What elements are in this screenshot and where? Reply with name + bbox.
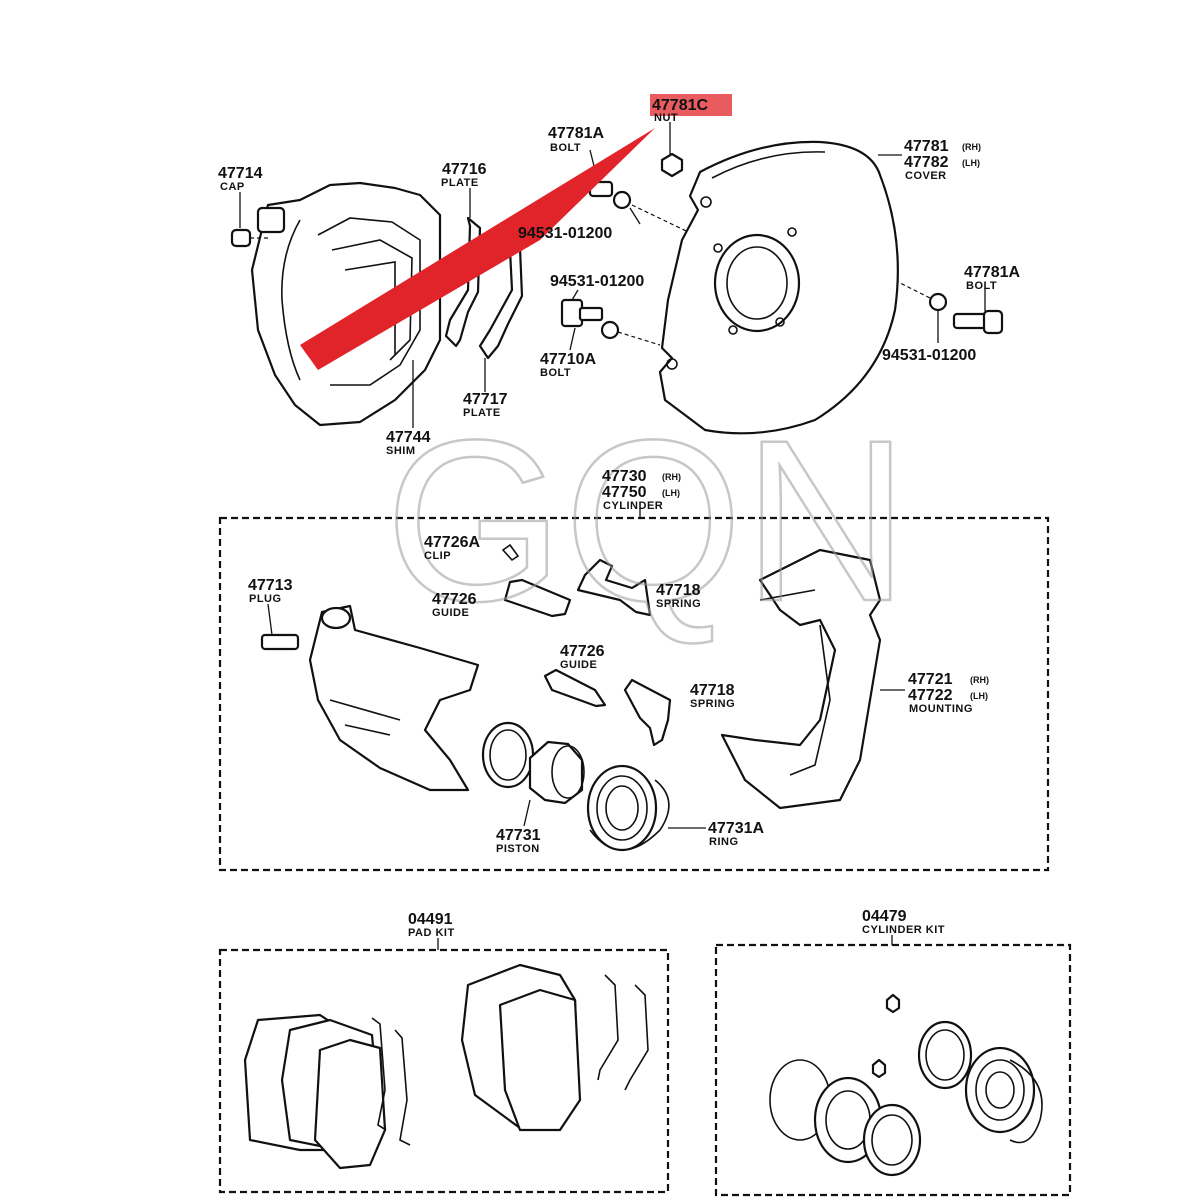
part-number: 47713 xyxy=(248,577,293,594)
label-47726A: 47726A CLIP xyxy=(424,534,480,562)
part-description: PLUG xyxy=(249,593,282,605)
part-number: 04491 xyxy=(408,911,453,928)
part-description: BOLT xyxy=(966,280,997,292)
label-47744: 47744 SHIM xyxy=(386,429,431,457)
part-number: 47721 xyxy=(908,671,953,688)
part-description: SPRING xyxy=(690,698,735,710)
part-number: 47781A xyxy=(964,264,1020,281)
label-47717: 47717 PLATE xyxy=(463,391,508,419)
label-47718-top: 47718 SPRING xyxy=(656,582,701,610)
cylinder-kit-box xyxy=(714,943,1072,1197)
label-47714: 47714 CAP xyxy=(218,165,263,193)
pad-kit-box xyxy=(218,948,670,1194)
label-47781: 47781 (RH) xyxy=(904,138,981,155)
part-number: 47730 xyxy=(602,468,647,485)
fasteners-drawing xyxy=(560,122,1004,351)
part-number: 47718 xyxy=(656,582,701,599)
part-number: 47781A xyxy=(548,125,604,142)
label-47713: 47713 PLUG xyxy=(248,577,293,605)
part-description: SHIM xyxy=(386,445,416,457)
part-description: BOLT xyxy=(550,142,581,154)
part-number: 47717 xyxy=(463,391,508,408)
part-number: 47726 xyxy=(432,591,477,608)
label-94531-a: 94531-01200 xyxy=(518,225,612,242)
part-side: (LH) xyxy=(662,488,680,498)
label-47782: 47782 (LH) COVER xyxy=(904,154,980,182)
part-description: CLIP xyxy=(424,550,451,562)
part-number: 47726 xyxy=(560,643,605,660)
label-04479: 04479 CYLINDER KIT xyxy=(862,908,945,936)
part-side: (RH) xyxy=(962,142,981,152)
watermark: GQN xyxy=(385,392,909,649)
part-description: CYLINDER xyxy=(603,500,663,512)
part-number: 94531-01200 xyxy=(518,225,612,242)
cap-drawing xyxy=(230,192,268,248)
label-47710A: 47710A BOLT xyxy=(540,351,596,379)
cylinder-parts-drawing xyxy=(260,543,905,852)
label-47721: 47721 (RH) xyxy=(908,671,989,688)
part-number: 94531-01200 xyxy=(882,347,976,364)
label-47722: 47722 (LH) MOUNTING xyxy=(908,687,988,715)
part-description: RING xyxy=(709,836,739,848)
part-description: PLATE xyxy=(463,407,501,419)
label-47731: 47731 PISTON xyxy=(496,827,541,855)
part-number: 47781C xyxy=(652,97,708,114)
label-47781C: 47781C NUT xyxy=(652,97,708,124)
part-number: 47782 xyxy=(904,154,949,171)
label-47726-lower: 47726 GUIDE xyxy=(560,643,605,671)
part-number: 47714 xyxy=(218,165,263,182)
part-description: PLATE xyxy=(441,177,479,189)
label-94531-b: 94531-01200 xyxy=(550,273,644,290)
part-description: BOLT xyxy=(540,367,571,379)
label-47781A-right: 47781A BOLT xyxy=(964,264,1020,292)
part-number: 04479 xyxy=(862,908,907,925)
pad-kit-drawing xyxy=(243,963,649,1170)
part-description: PAD KIT xyxy=(408,927,455,939)
part-description: MOUNTING xyxy=(909,703,973,715)
label-47718-lower: 47718 SPRING xyxy=(690,682,735,710)
part-side: (LH) xyxy=(962,158,980,168)
label-47750: 47750 (LH) CYLINDER xyxy=(602,484,680,512)
part-number: 47716 xyxy=(442,161,487,178)
part-number: 47710A xyxy=(540,351,596,368)
part-number: 47744 xyxy=(386,429,431,446)
part-description: NUT xyxy=(654,112,678,124)
part-description: SPRING xyxy=(656,598,701,610)
cylinder-kit-drawing xyxy=(769,993,1043,1177)
part-description: CYLINDER KIT xyxy=(862,924,945,936)
cylinder-group-box xyxy=(218,516,1050,872)
part-number: 47722 xyxy=(908,687,953,704)
part-number: 47731A xyxy=(708,820,764,837)
part-description: GUIDE xyxy=(560,659,597,671)
part-number: 47726A xyxy=(424,534,480,551)
highlight-annotation xyxy=(300,94,732,370)
dust-cover-drawing xyxy=(658,140,902,435)
part-description: CAP xyxy=(220,181,245,193)
label-47726-top: 47726 GUIDE xyxy=(432,591,477,619)
part-number: 47750 xyxy=(602,484,647,501)
label-47731A: 47731A RING xyxy=(708,820,764,848)
label-04491: 04491 PAD KIT xyxy=(408,911,455,939)
part-number: 47731 xyxy=(496,827,541,844)
part-number: 47781 xyxy=(904,138,949,155)
label-47716: 47716 PLATE xyxy=(441,161,487,189)
label-47730: 47730 (RH) xyxy=(602,468,681,485)
part-side: (RH) xyxy=(662,472,681,482)
part-side: (RH) xyxy=(970,675,989,685)
part-side: (LH) xyxy=(970,691,988,701)
part-description: PISTON xyxy=(496,843,540,855)
part-description: COVER xyxy=(905,170,947,182)
part-description: GUIDE xyxy=(432,607,469,619)
label-47781A-top: 47781A BOLT xyxy=(548,125,604,154)
caliper-assembly-drawing xyxy=(250,181,442,427)
part-number: 94531-01200 xyxy=(550,273,644,290)
label-94531-c: 94531-01200 xyxy=(882,347,976,364)
part-number: 47718 xyxy=(690,682,735,699)
